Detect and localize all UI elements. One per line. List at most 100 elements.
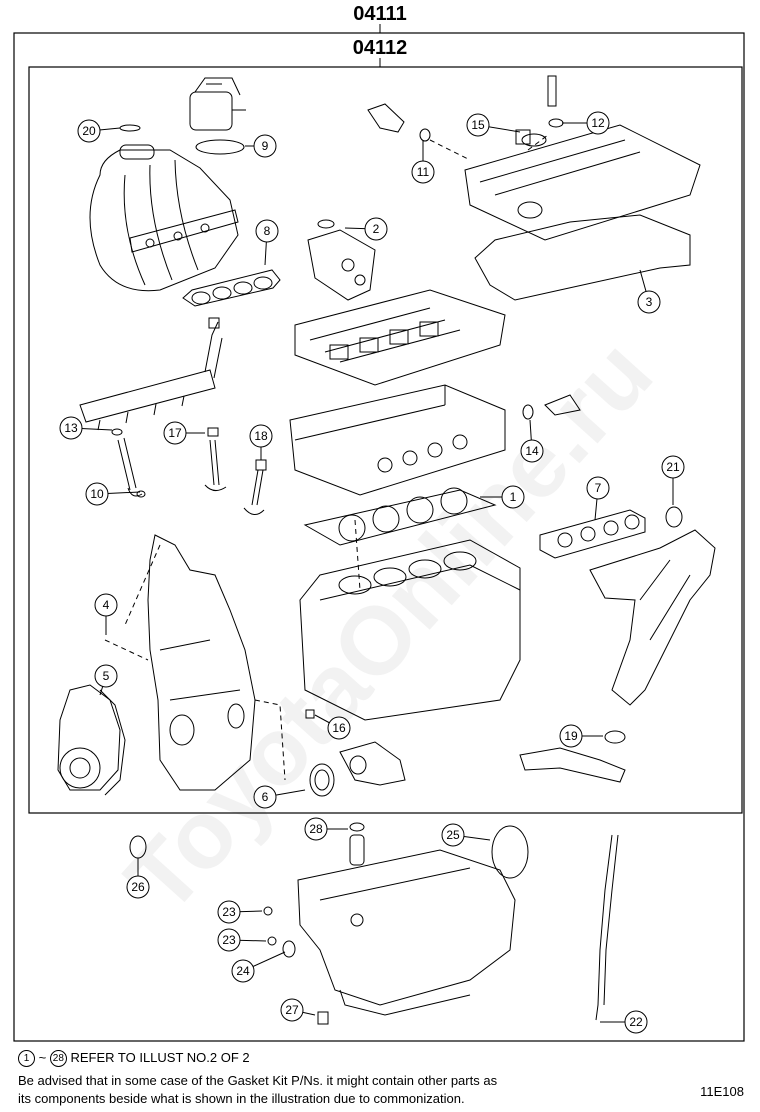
callout-number: 3 [646,295,653,309]
callout-number: 16 [332,721,346,735]
exhaust-gasket-part [539,509,646,559]
callout-27: 26 [126,858,150,899]
callout-number: 6 [262,790,269,804]
callout-circle [466,113,490,137]
water-outlet-part [305,709,406,786]
callout-circle [255,219,279,243]
part-15-ring [521,133,547,147]
callout-number: 11 [417,165,430,179]
callout-13: 13 [59,416,113,440]
kit-inner-frame [28,66,743,814]
callout-8: 8 [255,219,279,266]
callout-21: 21 [661,455,685,505]
intake-gasket-part [182,269,281,307]
oil-dipstick-part [595,834,619,1021]
callout-number: 24 [236,964,250,978]
callout-24: 23 [217,928,267,952]
callout-number: 23 [222,933,236,947]
callout-circle [163,421,187,445]
callout-number: 5 [103,669,110,683]
front-pipe-part [519,730,626,783]
callout-number: 15 [471,118,485,132]
callout-number: 22 [629,1015,643,1029]
callout-28: 27 [280,998,316,1022]
callout-circle [217,928,241,952]
callout-circle [85,482,109,506]
cylinder-head-part [289,384,506,496]
callout-23: 23 [217,900,263,924]
callout-circle [280,998,304,1022]
callout-circle [253,785,277,809]
callout-circle [501,485,525,509]
callout-circle [231,959,255,983]
callout-10: 10 [85,482,141,506]
oil-pan-part [297,822,516,1016]
callout-circle [520,439,544,463]
callout-7: 7 [586,476,610,521]
callout-1: 1 [480,485,525,509]
valve-parts [111,427,267,515]
assembly-lines [104,134,549,781]
callout-circle [364,217,388,241]
kit-label-outer: 04111 [353,3,406,25]
callout-number: 27 [285,1003,299,1017]
oil-seal-part [309,763,335,797]
callout-9: 9 [245,134,277,158]
callout-4: 4 [94,593,118,635]
callout-number: 23 [222,905,236,919]
callout-29: 28 [304,817,348,841]
part-23b-ring [267,936,277,946]
callout-circle [217,900,241,924]
callout-number: 8 [264,224,271,238]
water-pump-part [57,684,126,796]
callout-number: 28 [309,822,323,836]
callout-circle [126,875,150,899]
callout-circle [637,290,661,314]
callout-circle [327,716,351,740]
sensor-part-14 [522,394,581,420]
callout-circle [586,111,610,135]
callout-number: 9 [262,139,269,153]
callout-number: 12 [591,116,605,130]
head-cover-gasket-part [474,214,691,301]
callout-number: 21 [666,460,680,474]
part-21-gasket [665,506,683,528]
fuel-rail-part [79,317,223,431]
callout-circle [94,664,118,688]
callout-17: 17 [163,421,205,445]
callout-16: 16 [314,714,351,740]
callout-circle [441,823,465,847]
seal-26 [129,835,147,859]
callout-11: 11 [411,140,435,184]
oil-control-valve-part [307,219,376,301]
callout-circle [559,724,583,748]
head-gasket-part [303,487,497,546]
callout-26: 25 [441,823,491,847]
callout-circle [586,476,610,500]
exhaust-manifold-part [589,529,716,706]
rear-seal-25 [491,825,529,879]
footer-refer-line: 1 ~ 28 REFER TO ILLUST NO.2 OF 2 [18,1050,250,1068]
timing-cover-part [147,534,256,791]
callout-circle [94,593,118,617]
callout-18: 18 [249,424,273,460]
part-20-ring [119,124,141,132]
callout-number: 20 [82,124,96,138]
callout-14: 14 [520,419,544,463]
part-23a-ring [263,906,273,916]
range-from-circle: 1 [18,1050,35,1068]
callout-3: 3 [637,269,661,314]
callout-19: 19 [559,724,603,748]
range-separator: ~ [38,1050,47,1065]
throttle-body-part [189,77,246,155]
callout-circle [253,134,277,158]
cylinder-head-cover-part [464,75,701,241]
callout-number: 25 [446,828,460,842]
kit-outer-frame [13,32,745,1042]
cam-sensor-part [367,103,431,142]
camshaft-housing-part [294,289,506,386]
callout-circle [411,160,435,184]
callout-number: 14 [525,444,539,458]
